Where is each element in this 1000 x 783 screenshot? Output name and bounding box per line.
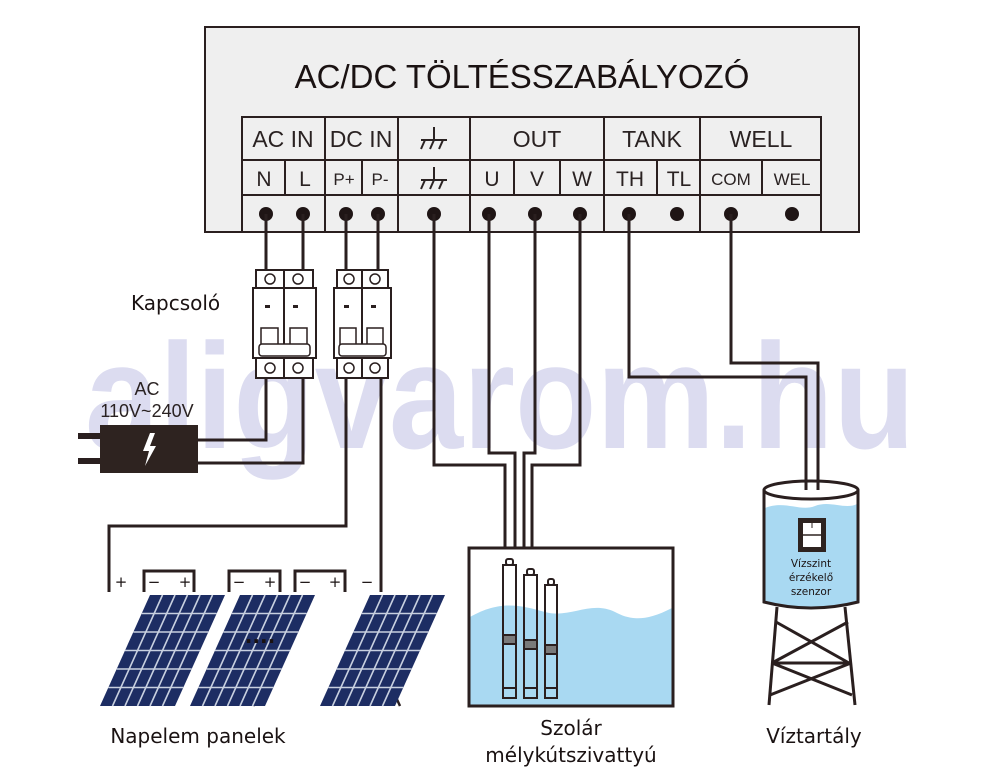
sensor-label-line1: Vízszint — [791, 558, 831, 570]
group-label-well: WELL — [730, 126, 793, 152]
terminal-tl — [670, 207, 684, 221]
lightning-icon — [143, 433, 156, 466]
level-sensor-icon — [798, 518, 826, 552]
sensor-label-line3: szenzor — [791, 586, 832, 598]
controller-title: AC/DC TÖLTÉSSZABÁLYOZÓ — [295, 58, 750, 95]
solar-polarity-links — [142, 569, 347, 592]
group-label-dc-in: DC IN — [330, 126, 393, 152]
polarity-plus: + — [115, 573, 128, 591]
dc-breaker-icon — [333, 269, 392, 379]
polarity-plus: + — [264, 573, 277, 591]
solar-label: Napelem panelek — [110, 724, 286, 748]
terminal-label-com: COM — [711, 170, 751, 189]
ground-icon — [420, 167, 447, 190]
ac-breaker-icon — [252, 269, 317, 379]
polarity-plus: + — [179, 573, 192, 591]
polarity-minus: − — [299, 573, 312, 591]
polarity-minus: − — [361, 573, 374, 591]
pump-label-line2: mélykútszivattyú — [485, 743, 656, 767]
terminal-label-p-minus: P- — [372, 170, 389, 189]
terminal-wel — [785, 207, 799, 221]
terminal-label-u: U — [484, 168, 499, 191]
terminal-label-l: L — [299, 168, 311, 191]
polarity-minus: − — [233, 573, 246, 591]
terminal-label-tl: TL — [667, 168, 692, 191]
terminal-block: AC IN DC IN OUT TANK WELL N L P+ P- — [241, 116, 822, 233]
solar-polarity-labels: + − + − + − + − — [115, 573, 374, 591]
breaker-label: Kapcsoló — [131, 291, 220, 315]
wires — [107, 214, 820, 592]
group-label-tank: TANK — [622, 126, 682, 152]
ac-voltage-label: 110V~240V — [100, 401, 193, 421]
solar-panel-icon — [320, 594, 445, 707]
terminal-label-th: TH — [616, 168, 644, 191]
panel-ellipsis: ···· — [245, 629, 275, 653]
terminal-label-w: W — [572, 168, 592, 191]
group-label-ac-in: AC IN — [252, 126, 313, 152]
polarity-plus: + — [329, 573, 342, 591]
ac-source-label: AC — [134, 379, 159, 399]
well-icon — [467, 546, 675, 708]
terminal-label-p-plus: P+ — [333, 170, 354, 189]
pump-label-line1: Szolár — [540, 716, 602, 740]
solar-panel-icon — [100, 594, 225, 707]
sensor-label-line2: érzékelő — [789, 572, 833, 584]
solar-panel-icon — [190, 594, 315, 707]
water-tank-icon — [762, 479, 860, 706]
terminal-label-wel: WEL — [774, 170, 811, 189]
ac-plug-icon — [78, 425, 198, 473]
pump-icon — [502, 558, 558, 699]
controller-box: AC/DC TÖLTÉSSZABÁLYOZÓ AC IN DC IN — [204, 26, 860, 233]
terminal-label-v: V — [530, 168, 544, 191]
terminal-label-n: N — [256, 168, 271, 191]
group-label-out: OUT — [513, 126, 562, 152]
tank-label: Víztartály — [766, 724, 862, 748]
ground-icon — [420, 127, 447, 150]
solar-panels — [100, 594, 445, 707]
polarity-minus: − — [148, 573, 161, 591]
watermark: aligvarom.hu — [85, 312, 915, 480]
